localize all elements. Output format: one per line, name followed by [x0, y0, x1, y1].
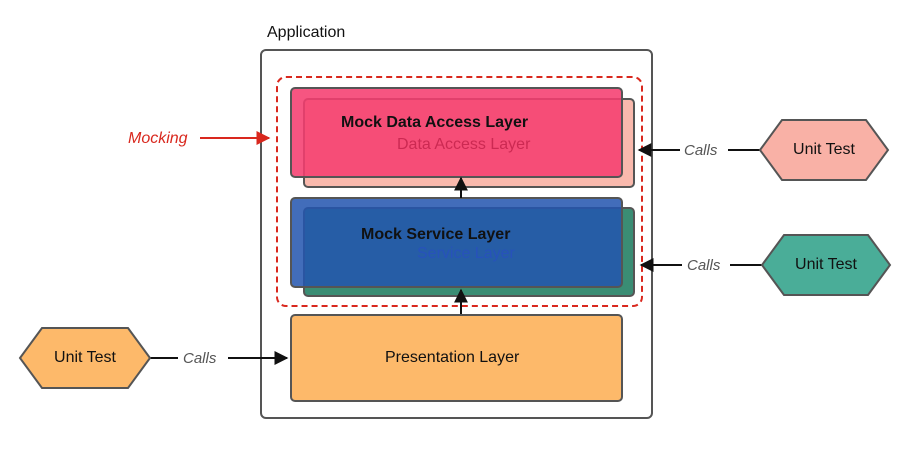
mocking-boundary: [276, 76, 643, 307]
service-layer-label: Service Layer: [417, 245, 515, 262]
mock-service-layer-label: Mock Service Layer: [361, 226, 511, 243]
presentation-layer-box: [290, 314, 623, 402]
mock-data-access-layer-label: Mock Data Access Layer: [341, 114, 529, 131]
application-container: [260, 49, 653, 419]
unit-test-hexagon-top-right: [758, 119, 890, 181]
application-title: Application: [267, 24, 346, 41]
calls-label-top: Calls: [684, 142, 718, 159]
mock-service-layer-box: [290, 197, 623, 288]
data-access-layer-label: Data Access Layer: [397, 136, 531, 153]
presentation-layer-label: Presentation Layer: [385, 349, 520, 366]
mocking-label: Mocking: [128, 130, 188, 147]
unit-test-label-middle-right: Unit Test: [795, 256, 857, 273]
unit-test-hexagon-left: [18, 327, 152, 389]
calls-label-left: Calls: [183, 350, 217, 367]
unit-test-label-left: Unit Test: [54, 349, 116, 366]
unit-test-hexagon-middle-right: [760, 234, 892, 296]
calls-label-middle: Calls: [687, 257, 721, 274]
unit-test-label-top-right: Unit Test: [793, 141, 855, 158]
